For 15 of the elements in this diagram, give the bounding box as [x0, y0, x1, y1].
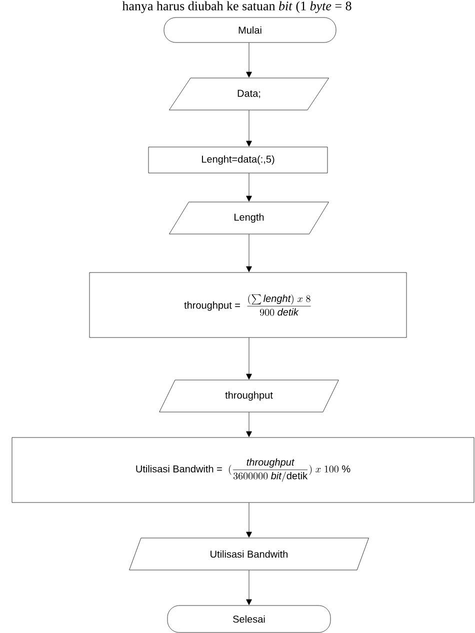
arrow — [246, 338, 252, 380]
data-parallelogram: Utilisasi Bandwith — [129, 538, 369, 570]
arrow — [246, 412, 252, 438]
arrow — [246, 110, 252, 147]
arrow — [246, 234, 252, 272]
process-box: Utilisasi Bandwith = $(\frac{\mathit{throughput}}{3600000\ \mathit{bit}/\mathrm{detik}})\ x\ 100\ \%$ — [12, 437, 474, 503]
data-parallelogram: Length — [169, 202, 329, 234]
data-parallelogram: Data; — [169, 78, 329, 110]
process-box: Lenght=data(:,5) — [148, 146, 328, 174]
process-box: throughput = $\frac{(\sum \mathit{lenght})\ x\ 8}{900\ \mathit{detik}}$ — [89, 272, 407, 338]
arrow — [246, 42, 252, 78]
data-parallelogram: throughput — [159, 380, 339, 412]
arrow — [246, 570, 252, 606]
arrow — [246, 173, 252, 202]
arrow — [246, 502, 252, 538]
